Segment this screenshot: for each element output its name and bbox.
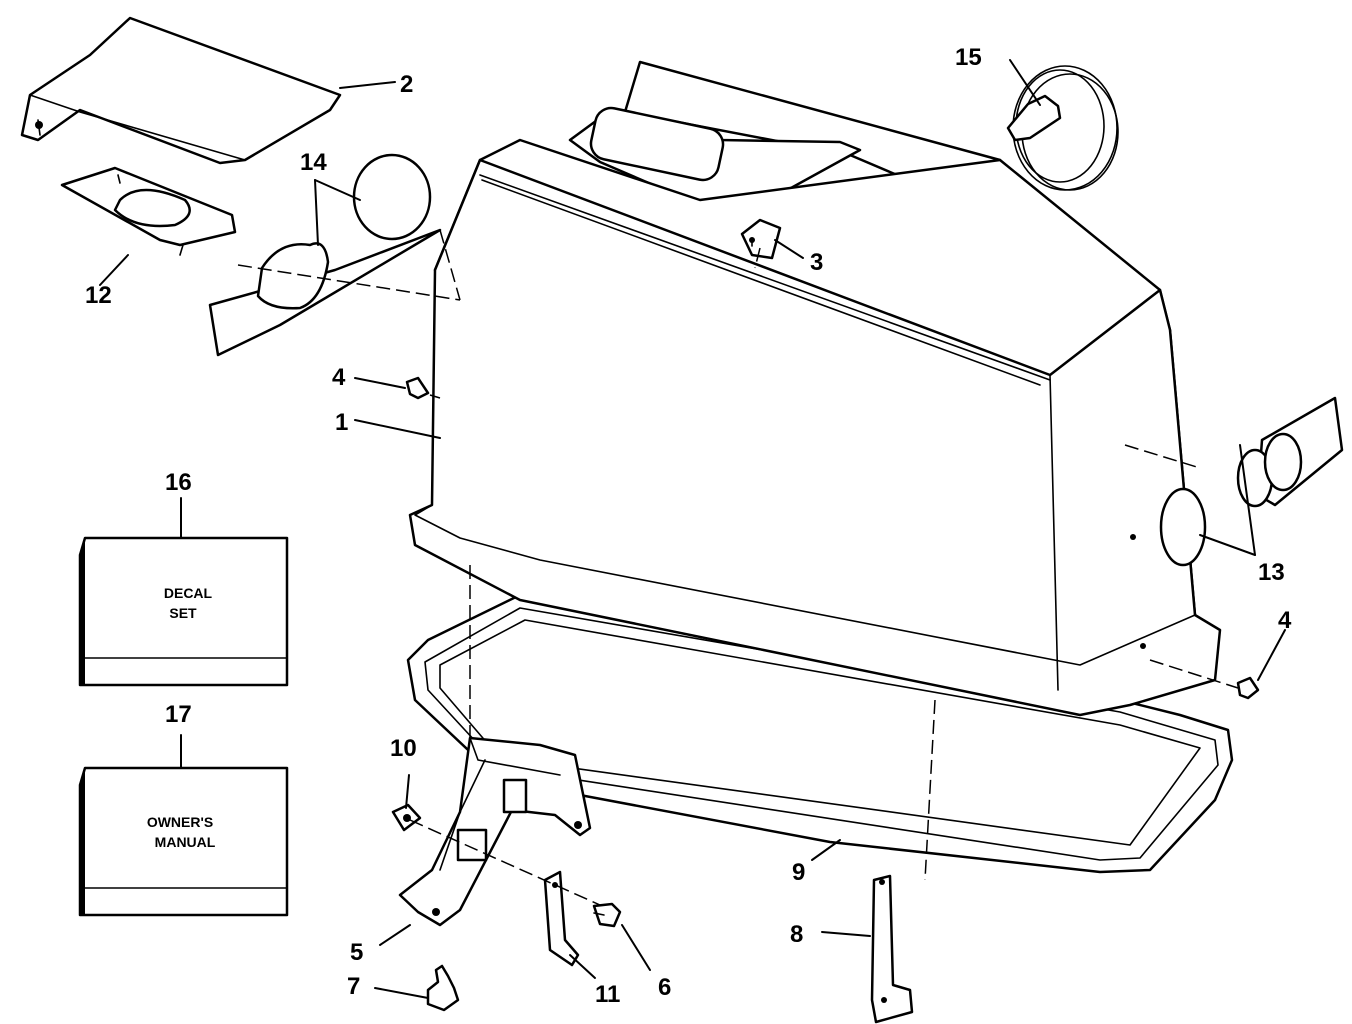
callout-14: 14: [300, 149, 327, 176]
callout-12: 12: [85, 282, 112, 309]
part-5-bracket[interactable]: [398, 736, 592, 927]
owners-manual-label-line1: OWNER'S: [147, 814, 213, 830]
part-12-plate[interactable]: [60, 166, 237, 256]
part-7-post[interactable]: [426, 964, 460, 1012]
part-14-decals[interactable]: [208, 153, 442, 357]
owners-manual-box: OWNER'S MANUAL: [78, 766, 289, 917]
part-15-cable[interactable]: [1006, 65, 1119, 191]
callout-5: 5: [350, 939, 363, 966]
callout-7: 7: [347, 973, 360, 1000]
callout-2: 2: [400, 71, 413, 98]
callout-4b: 4: [1278, 607, 1292, 634]
decal-set-label-line2: SET: [169, 605, 197, 621]
part-8-rod[interactable]: [870, 874, 914, 1024]
part-13-decals[interactable]: [1159, 396, 1344, 567]
assembly-lines: [237, 229, 1239, 906]
callout-17: 17: [165, 701, 192, 728]
decal-set-label-line1: DECAL: [164, 585, 213, 601]
callout-4a: 4: [332, 364, 346, 391]
part-4-screw-left[interactable]: [405, 376, 430, 400]
callout-10: 10: [390, 735, 417, 762]
part-10-clip[interactable]: [391, 803, 422, 832]
callout-6: 6: [658, 974, 671, 1001]
callout-1: 1: [335, 409, 348, 436]
owners-manual-label-line2: MANUAL: [155, 834, 216, 850]
leader-lines: [99, 59, 1286, 999]
part-4-screw-right[interactable]: [1236, 676, 1260, 700]
callout-13: 13: [1258, 559, 1285, 586]
part-3-latch[interactable]: [740, 218, 782, 260]
callout-11: 11: [595, 981, 620, 1008]
callout-15: 15: [955, 44, 982, 71]
part-11-strap[interactable]: [543, 870, 580, 967]
callout-numbers: 2 15 14 12 3 4 1 16 13 4 17 10 9 8 5 6 1…: [85, 44, 1292, 1008]
callout-16: 16: [165, 469, 192, 496]
part-2-hood-cap[interactable]: [20, 16, 342, 165]
part-6-bolt[interactable]: [592, 902, 622, 928]
callout-9: 9: [792, 859, 805, 886]
callout-3: 3: [810, 249, 823, 276]
decal-set-box: DECAL SET: [78, 536, 289, 687]
callout-8: 8: [790, 921, 803, 948]
part-1-cover[interactable]: [408, 60, 1222, 717]
